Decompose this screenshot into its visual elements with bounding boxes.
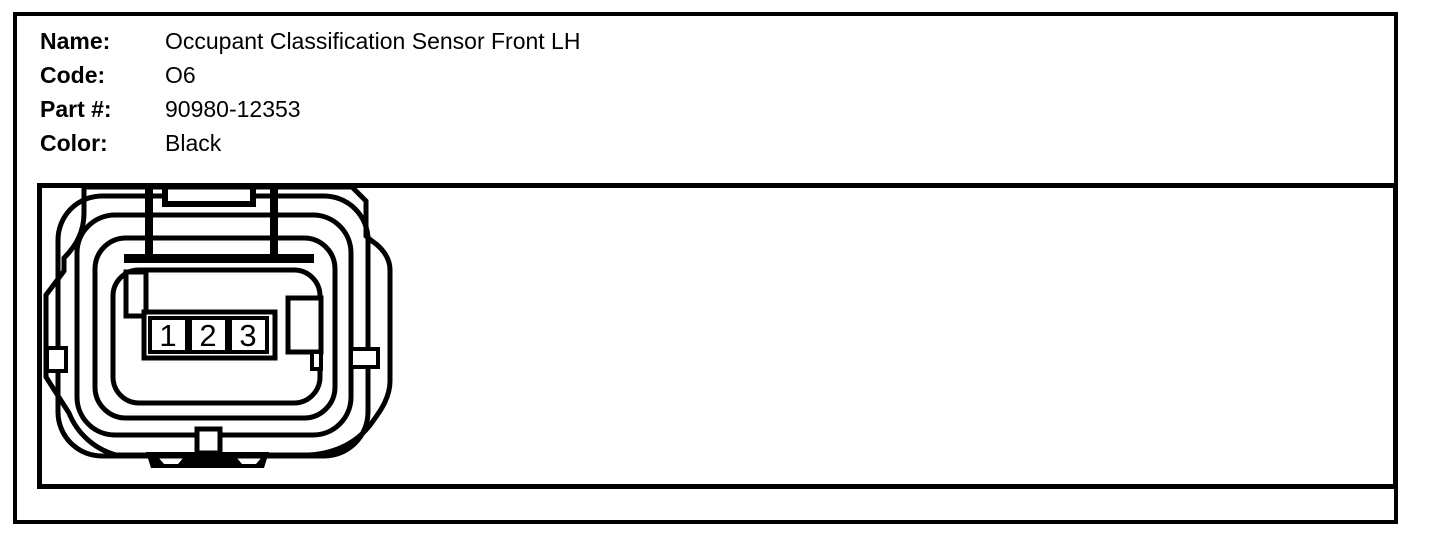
name-label: Name: (40, 28, 111, 54)
foot-slot-left (158, 457, 184, 464)
latch-notch-stub-right (250, 186, 256, 203)
pin-3-cell (228, 316, 269, 354)
code-label: Code: (40, 62, 106, 88)
latch-cover (167, 190, 251, 203)
latch-rail-right (270, 186, 278, 258)
pin-2-cell (188, 316, 229, 354)
latch-notch-bar (162, 201, 256, 207)
key-notch-right-tail (310, 350, 323, 371)
name-value: Occupant Classification Sensor Front LH (165, 28, 581, 54)
latch-base-bar (124, 254, 314, 263)
pin-2-number: 2 (199, 318, 216, 353)
key-notch-right (285, 295, 324, 355)
pin-3-number: 3 (239, 318, 256, 353)
side-slot-right (349, 347, 380, 369)
bottom-index-notch (194, 426, 223, 456)
pin-1-number: 1 (159, 318, 176, 353)
side-slot-left (45, 346, 68, 373)
connector-diagram: 1 2 3 (43, 184, 393, 468)
key-slot-left (123, 269, 149, 319)
part-number-value: 90980-12353 (165, 96, 301, 122)
code-value: O6 (165, 62, 196, 88)
foot-slot-right (236, 457, 262, 464)
color-label: Color: (40, 130, 108, 156)
title-block: Name: Occupant Classification Sensor Fro… (40, 24, 580, 160)
seal-ring-inner (92, 235, 338, 421)
color-value: Black (165, 130, 222, 156)
latch-rail-left (145, 186, 153, 258)
latch-notch-stub-left (162, 186, 168, 203)
pin-1-cell (148, 316, 189, 354)
part-number-label: Part #: (40, 96, 112, 122)
